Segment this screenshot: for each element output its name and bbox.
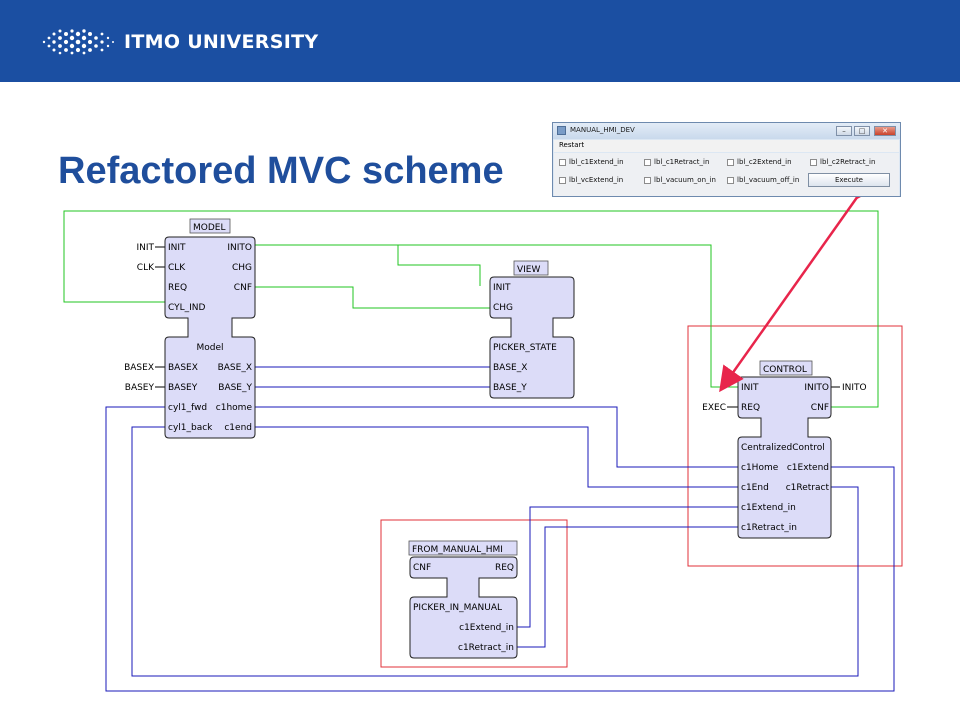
checkbox-label: lbl_c1Retract_in	[654, 158, 710, 166]
fb-control-data-in: c1Extend_in	[741, 503, 796, 513]
fb-view-type: PICKER_STATE	[493, 343, 557, 353]
fb-model-ev-in: REQ	[168, 283, 187, 293]
checkbox-label: lbl_c2Retract_in	[820, 158, 876, 166]
fb-model-ev-out: INITO	[227, 243, 252, 253]
fb-model-ev-out: CNF	[234, 283, 252, 293]
itmo-logo-icon	[42, 29, 114, 55]
fb-model-ev-in: CLK	[168, 263, 186, 273]
fb-control-ev-in: REQ	[741, 403, 760, 413]
manual-hmi-window: MANUAL_HMI_DEV – □ ✕ Restart lbl_c1Exten…	[552, 122, 901, 197]
checkbox-icon	[644, 158, 651, 166]
fb-model-ev-in: INIT	[168, 243, 186, 253]
checkbox-icon	[559, 158, 566, 166]
hmi-to-control-arrow	[719, 172, 880, 393]
fb-view-ev-in: CHG	[493, 303, 513, 313]
fb-model-data-in: cyl1_back	[168, 423, 213, 433]
checkbox-label: lbl_vacuum_off_in	[737, 176, 800, 184]
fb-model-ext-in: BASEX	[124, 363, 154, 373]
fb-control: CONTROL INIT REQ INITO CNF CentralizedCo…	[702, 360, 867, 539]
checkbox-c1extend[interactable]: lbl_c1Extend_in	[559, 158, 624, 166]
fb-view: VIEW INIT CHG PICKER_STATE BASE_X BASE_Y	[489, 260, 575, 399]
checkbox-c2retract[interactable]: lbl_c2Retract_in	[810, 158, 875, 166]
fb-model-data-out: BASE_Y	[218, 383, 252, 393]
fb-model-ext-in: BASEY	[125, 383, 155, 393]
checkbox-label: lbl_c2Extend_in	[737, 158, 792, 166]
fb-model-data-in: cyl1_fwd	[168, 403, 207, 413]
fb-model-name: MODEL	[193, 223, 225, 233]
fb-model-ext-in: CLK	[137, 263, 155, 273]
checkbox-icon	[727, 158, 734, 166]
window-titlebar: MANUAL_HMI_DEV – □ ✕	[553, 123, 900, 139]
maximize-icon[interactable]: □	[854, 126, 870, 136]
checkbox-icon	[810, 158, 817, 166]
checkbox-label: lbl_vacuum_on_in	[654, 176, 716, 184]
checkbox-vacuum-off[interactable]: lbl_vacuum_off_in	[727, 176, 799, 184]
checkbox-icon	[559, 176, 566, 184]
fb-control-name: CONTROL	[763, 365, 807, 375]
checkbox-vcextend[interactable]: lbl_vcExtend_in	[559, 176, 623, 184]
window-title: MANUAL_HMI_DEV	[570, 126, 635, 134]
fb-view-data-in: BASE_X	[493, 363, 527, 373]
fb-model-ev-in: CYL_IND	[168, 303, 206, 313]
fb-hmi-ev-out: CNF	[413, 563, 431, 573]
close-icon[interactable]: ✕	[874, 126, 896, 136]
checkbox-label: lbl_c1Extend_in	[569, 158, 624, 166]
fb-control-data-in: c1End	[741, 483, 769, 493]
fb-control-ev-out: CNF	[811, 403, 829, 413]
window-panel: lbl_c1Extend_in lbl_c1Retract_in lbl_c2E…	[554, 153, 899, 196]
fb-control-ev-in: INIT	[741, 383, 759, 393]
fb-control-ext-in: EXEC	[702, 403, 726, 413]
slide-title: Refactored MVC scheme	[58, 150, 504, 192]
fb-model-data-in: BASEX	[168, 363, 198, 373]
checkbox-icon	[644, 176, 651, 184]
fb-view-ev-in: INIT	[493, 283, 511, 293]
checkbox-label: lbl_vcExtend_in	[569, 176, 624, 184]
logo-text: ITMO UNIVERSITY	[124, 31, 319, 53]
fb-model-data-out: BASE_X	[218, 363, 252, 373]
fb-view-name: VIEW	[517, 265, 540, 275]
checkbox-c2extend[interactable]: lbl_c2Extend_in	[727, 158, 792, 166]
checkbox-vacuum-on[interactable]: lbl_vacuum_on_in	[644, 176, 716, 184]
fb-control-ext-out: INITO	[842, 383, 867, 393]
fb-hmi-data-out: c1Retract_in	[458, 643, 514, 653]
fb-view-data-in: BASE_Y	[493, 383, 527, 393]
fb-from-manual-hmi: FROM_MANUAL_HMI CNF REQ PICKER_IN_MANUAL…	[408, 540, 518, 659]
fb-model: MODEL INIT CLK REQ CYL_IND INITO CHG CNF…	[124, 218, 256, 439]
java-app-icon	[557, 126, 566, 135]
fb-hmi-type: PICKER_IN_MANUAL	[413, 603, 502, 613]
minimize-icon[interactable]: –	[836, 126, 852, 136]
fb-control-type: CentralizedControl	[741, 443, 825, 453]
fb-control-data-in: c1Home	[741, 463, 779, 473]
fb-control-data-out: c1Extend	[787, 463, 829, 473]
menu-restart[interactable]: Restart	[559, 141, 585, 149]
fb-model-type: Model	[196, 343, 223, 353]
fb-control-data-in: c1Retract_in	[741, 523, 797, 533]
fb-hmi-data-out: c1Extend_in	[459, 623, 514, 633]
fb-model-data-in: BASEY	[168, 383, 198, 393]
fb-model-ext-in: INIT	[136, 243, 154, 253]
checkbox-icon	[727, 176, 734, 184]
header-bar: ITMO UNIVERSITY	[0, 0, 960, 82]
fb-control-ev-out: INITO	[804, 383, 829, 393]
window-menubar: Restart	[554, 140, 899, 152]
checkbox-c1retract[interactable]: lbl_c1Retract_in	[644, 158, 709, 166]
fb-control-data-out: c1Retract	[786, 483, 830, 493]
execute-button[interactable]: Execute	[808, 173, 890, 187]
fb-hmi-name: FROM_MANUAL_HMI	[412, 545, 503, 555]
fb-hmi-ev-out: REQ	[495, 563, 514, 573]
hmi-highlight-box	[380, 519, 568, 668]
fb-model-data-out: c1home	[216, 403, 253, 413]
fb-model-data-out: c1end	[224, 423, 252, 433]
fb-model-ev-out: CHG	[232, 263, 252, 273]
